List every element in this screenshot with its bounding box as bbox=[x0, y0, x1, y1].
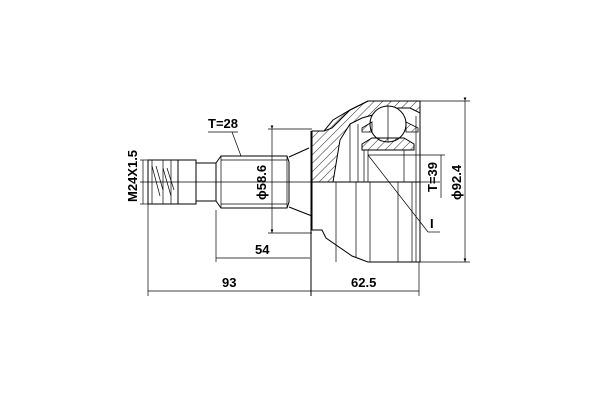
leader-mark: I bbox=[367, 154, 440, 233]
shaft-length-label: 54 bbox=[255, 242, 270, 257]
dim-spline-inner: T=39 bbox=[368, 154, 445, 198]
spline-shaft-label: T=28 bbox=[208, 116, 238, 131]
thread-label: M24X1.5 bbox=[125, 150, 140, 202]
dim-overall: 93 62.5 bbox=[147, 131, 420, 296]
spline-inner-label: T=39 bbox=[425, 162, 440, 192]
overall-shaft-label: 93 bbox=[222, 275, 236, 290]
splined-shaft bbox=[215, 147, 313, 217]
bell-housing bbox=[311, 100, 421, 263]
dim-thread: M24X1.5 bbox=[125, 150, 148, 205]
seal-diameter-label: ϕ58.6 bbox=[254, 165, 269, 200]
dim-outer-diameter: ϕ92.4 bbox=[420, 97, 470, 263]
ball-and-inner-race bbox=[361, 105, 419, 182]
leader-mark-label: I bbox=[430, 216, 434, 231]
dim-spline-shaft: T=28 bbox=[208, 116, 242, 157]
bell-length-label: 62.5 bbox=[351, 275, 376, 290]
dim-shaft-length: 54 bbox=[215, 210, 310, 262]
dim-seal-diameter: ϕ58.6 bbox=[254, 125, 312, 234]
outer-diameter-label: ϕ92.4 bbox=[449, 164, 464, 200]
